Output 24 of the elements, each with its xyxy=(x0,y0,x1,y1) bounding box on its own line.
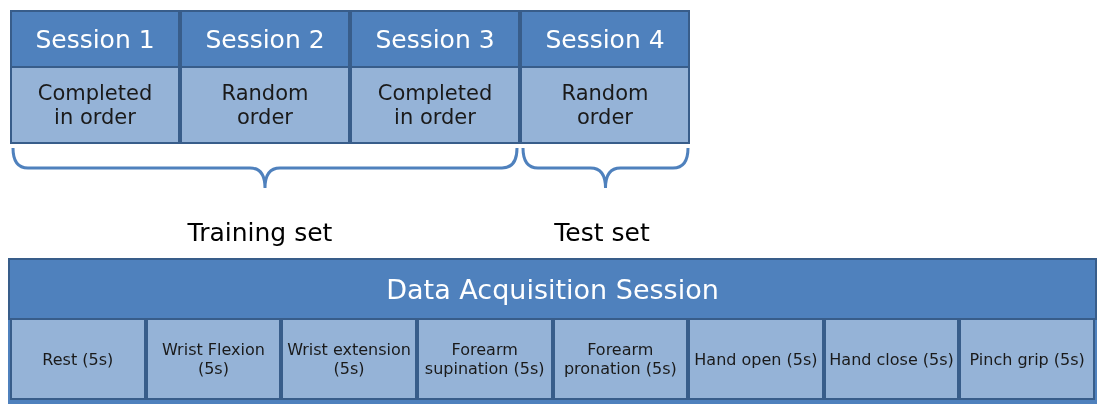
step-cell: Pinch grip (5s) xyxy=(959,318,1095,400)
session-column xyxy=(10,10,180,144)
session-header: Session 4 xyxy=(520,10,690,68)
step-cell: Rest (5s) xyxy=(10,318,146,400)
step-cell: Forearm supination (5s) xyxy=(416,318,553,400)
session-header: Session 2 xyxy=(180,10,350,68)
session-panel xyxy=(8,258,1097,404)
session-description: Completed in order xyxy=(350,66,520,144)
session-description: Random order xyxy=(520,66,690,144)
session-header: Session 1 xyxy=(10,10,180,68)
panel-title: Data Acquisition Session xyxy=(8,258,1097,320)
session-description: Completed in order xyxy=(10,66,180,144)
step-cell: Hand open (5s) xyxy=(688,318,824,400)
session-column xyxy=(350,10,520,144)
step-cell: Wrist Flexion (5s) xyxy=(145,318,282,400)
session-column xyxy=(520,10,690,144)
session-header: Session 3 xyxy=(350,10,520,68)
session-column xyxy=(180,10,350,144)
session-description: Random order xyxy=(180,66,350,144)
step-cell: Hand close (5s) xyxy=(823,318,960,400)
step-cell: Wrist extension (5s) xyxy=(281,318,417,400)
set-label: Training set xyxy=(187,218,333,247)
step-cell: Forearm pronation (5s) xyxy=(552,318,689,400)
set-label: Test set xyxy=(554,218,650,247)
